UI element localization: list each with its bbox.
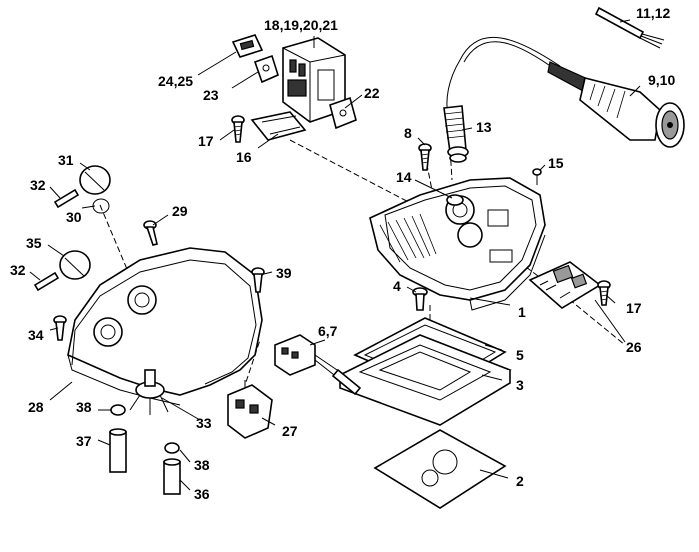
part-sleeves (109, 404, 181, 495)
callout-24-25: 24,25 (158, 73, 193, 89)
part-knob-31 (79, 165, 111, 214)
callout-31: 31 (58, 152, 74, 168)
screw-29 (143, 220, 158, 246)
callout-26: 26 (626, 339, 642, 355)
callout-35: 35 (26, 235, 42, 251)
callout-28: 28 (28, 399, 44, 415)
callout-39: 39 (276, 265, 292, 281)
leader-lines (29, 19, 641, 491)
callout-8: 8 (404, 125, 412, 141)
screw-8 (418, 143, 432, 171)
part-cover (67, 247, 263, 406)
callout-1: 1 (518, 304, 526, 320)
callout-5: 5 (516, 347, 524, 363)
callout-3: 3 (516, 377, 524, 393)
part-cable-end (594, 6, 665, 49)
part-circuit-board (528, 261, 602, 309)
callout-9-10: 9,10 (648, 72, 675, 88)
part-din-rail (250, 111, 307, 141)
screw-4 (412, 287, 428, 311)
part-cable-sleeve (443, 105, 469, 163)
callout-14: 14 (396, 169, 412, 185)
callout-17b: 17 (626, 300, 642, 316)
part-clips (231, 34, 357, 130)
callout-16: 16 (236, 149, 252, 165)
callout-27: 27 (282, 423, 298, 439)
callout-23: 23 (203, 87, 219, 103)
callout-29: 29 (172, 203, 188, 219)
part-potentiometer (129, 369, 169, 415)
callout-37: 37 (76, 433, 92, 449)
screw-32a (53, 188, 80, 209)
callout-34: 34 (28, 327, 44, 343)
callout-36: 36 (194, 486, 210, 502)
callout-4: 4 (393, 278, 401, 294)
callout-38b: 38 (194, 457, 210, 473)
callout-38a: 38 (76, 399, 92, 415)
screw-32b (33, 271, 60, 292)
part-mounting-plate (373, 429, 507, 509)
part-connector (274, 334, 362, 396)
screw-34 (53, 315, 67, 341)
callout-13: 13 (476, 119, 492, 135)
callout-2: 2 (516, 473, 524, 489)
screw-17a (231, 115, 245, 143)
callout-17a: 17 (198, 133, 214, 149)
part-main-housing (369, 177, 546, 311)
screw-39 (251, 267, 265, 293)
screw-17b (597, 280, 611, 306)
part-plug (446, 36, 685, 148)
part-switch-block (227, 380, 273, 439)
callout-11-12: 11,12 (636, 5, 670, 21)
callout-32a: 32 (30, 177, 46, 193)
callout-18-21: 18,19,20,21 (264, 17, 338, 33)
callout-30: 30 (66, 209, 82, 225)
callout-labels: 1 2 3 4 5 6,7 8 9,10 11,12 13 14 15 16 1… (10, 5, 675, 502)
callout-32b: 32 (10, 262, 26, 278)
callout-33: 33 (196, 415, 212, 431)
part-knob-35 (59, 250, 91, 280)
part-base-plate (337, 334, 512, 426)
callout-22: 22 (364, 85, 380, 101)
callout-6-7: 6,7 (318, 323, 338, 339)
screw-15 (532, 168, 542, 185)
callout-15: 15 (548, 155, 564, 171)
